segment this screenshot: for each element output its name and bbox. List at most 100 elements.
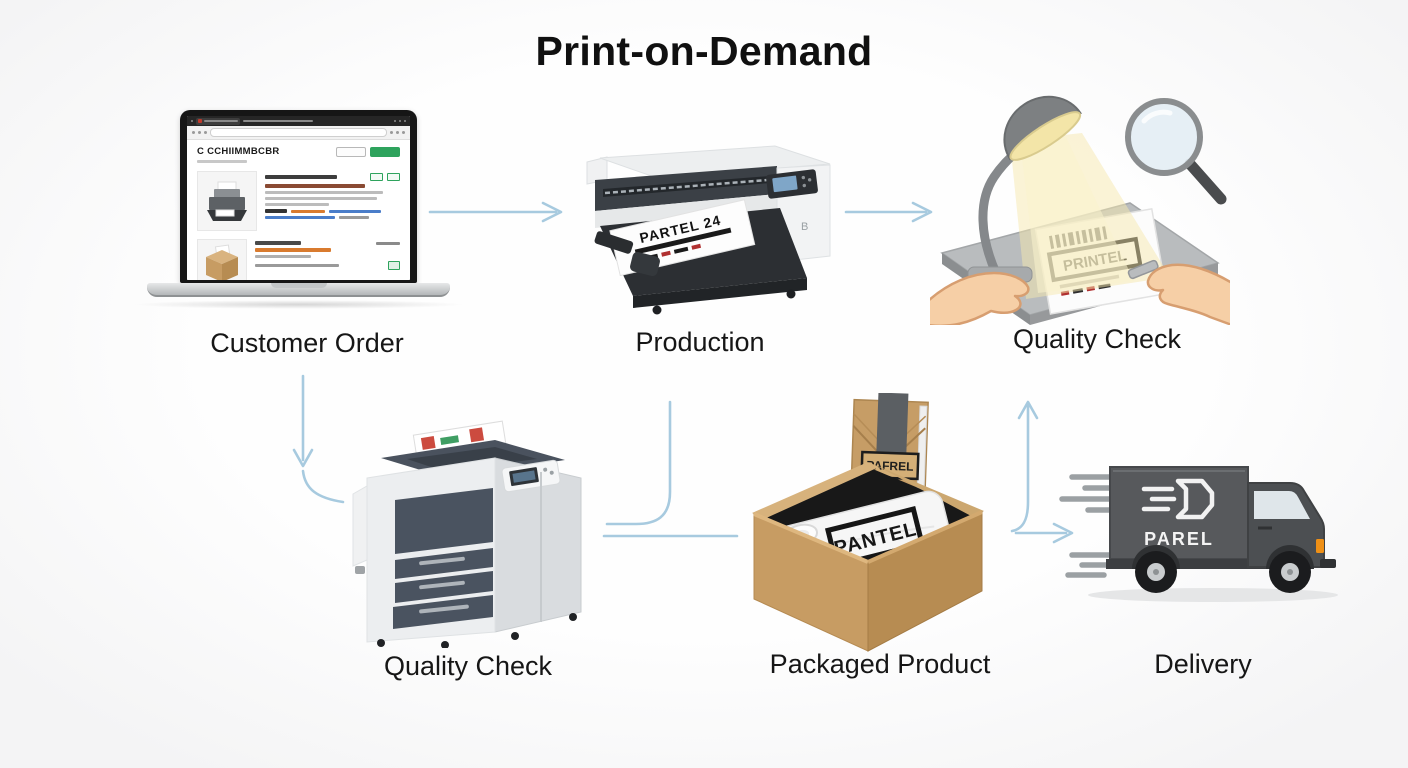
text-line-placeholder	[265, 191, 383, 194]
connector-production-down	[605, 400, 672, 526]
mini-box-icon	[206, 244, 238, 280]
laptop-shadow	[131, 300, 466, 309]
delivery-truck-illustration: PAREL	[1059, 466, 1338, 602]
tray-knob	[630, 251, 660, 277]
browser-toolbar	[187, 126, 410, 140]
window-dot	[404, 120, 406, 122]
drawer-1	[395, 548, 493, 579]
lamp-head	[1003, 95, 1082, 161]
step-label-delivery: Delivery	[1154, 649, 1252, 679]
tab-url-placeholder	[243, 120, 313, 122]
reload-icon	[204, 131, 207, 134]
printer-top-deck	[599, 145, 831, 179]
rating-badge	[387, 173, 400, 181]
diagram-title: Print-on-Demand	[535, 28, 873, 74]
mailer-label-text: PAFREL	[866, 458, 914, 474]
back-icon	[192, 131, 195, 134]
window-dot	[399, 120, 401, 122]
tab-favicon	[198, 119, 202, 123]
magnifier-icon	[1125, 98, 1227, 205]
profile-icon	[396, 131, 399, 134]
drawer-2-handle	[419, 580, 465, 590]
in-stock-badge	[388, 261, 400, 270]
tower-letter: B	[801, 221, 808, 233]
price-placeholder	[376, 241, 400, 245]
window-dot	[191, 120, 193, 122]
deal-placeholder	[255, 248, 331, 252]
drawer-3	[393, 595, 493, 629]
control-panel	[766, 169, 818, 199]
product-image-printer	[197, 171, 257, 231]
truck-logo	[1141, 478, 1215, 520]
bookmark-icon	[390, 131, 393, 134]
browser-window: C CCHIIMMBCBR	[187, 116, 410, 280]
left-hand	[930, 271, 1030, 325]
product-title-placeholder	[265, 175, 337, 179]
product-image-box	[197, 239, 247, 280]
product-listing-printer	[197, 171, 400, 231]
browser-tab	[196, 117, 240, 125]
deal-placeholder	[291, 209, 325, 213]
printer-foot	[569, 613, 577, 621]
tab-title-placeholder	[204, 120, 238, 122]
drawer-3-handle	[419, 604, 469, 614]
printer-foot	[786, 289, 796, 299]
drawer-2	[395, 571, 493, 603]
link-placeholder	[265, 216, 335, 219]
menu-icon	[402, 131, 405, 134]
text-line-placeholder	[255, 264, 339, 267]
store-logo: C CCHIIMMBCBR	[197, 146, 280, 157]
rating-badge	[370, 173, 383, 181]
printer-caster	[355, 566, 365, 574]
rear-hub-center	[1153, 569, 1159, 575]
right-hand	[1146, 263, 1230, 325]
production-printer-illustration: B PARTEL 24	[586, 145, 831, 315]
box-lip-right	[867, 510, 983, 564]
lamp-light-core	[1020, 137, 1134, 293]
control-panel	[501, 459, 561, 493]
packaged-product-illustration: PAFREL PANTEL	[752, 393, 984, 652]
laptop-illustration: C CCHIIMMBCBR	[131, 110, 466, 310]
box-rim-left	[752, 462, 879, 519]
step-label-production: Production	[635, 327, 765, 357]
box-lip-left	[753, 512, 869, 564]
product-listing-box	[197, 239, 400, 280]
text-line-placeholder	[339, 216, 369, 219]
inspection-pen	[1127, 259, 1159, 280]
store-tagline-placeholder	[197, 160, 247, 163]
marker-light	[1316, 539, 1324, 553]
laptop-base	[147, 283, 450, 297]
subtitle-placeholder	[265, 184, 365, 188]
tray-arm	[594, 231, 634, 254]
step-label-customer-order: Customer Order	[210, 328, 404, 358]
drawer-1-handle	[419, 556, 465, 566]
browser-tab-bar	[187, 116, 410, 126]
truck-frame	[1106, 559, 1288, 569]
text-line-placeholder	[265, 197, 377, 200]
forward-icon	[198, 131, 201, 134]
product-title-placeholder	[255, 241, 301, 245]
text-line-placeholder	[255, 255, 311, 258]
mini-printer-icon	[207, 181, 247, 221]
secondary-button	[336, 147, 366, 157]
front-bumper	[1320, 559, 1336, 568]
store-header: C CCHIIMMBCBR	[197, 147, 400, 163]
front-door	[395, 488, 493, 554]
printer-left-wing	[352, 485, 368, 567]
price-placeholder	[265, 209, 287, 213]
box-rim-right	[868, 462, 984, 517]
step-label-packaged-product: Packaged Product	[769, 649, 991, 679]
buy-button	[370, 147, 400, 157]
quality-check-illustration: PRINTEL	[930, 95, 1230, 325]
laptop-notch	[270, 283, 327, 288]
printer-foot	[441, 641, 449, 648]
text-line-placeholder	[265, 203, 329, 206]
printer-foot	[652, 305, 662, 315]
step-label-quality-check-top: Quality Check	[1012, 324, 1182, 354]
cab-window	[1254, 491, 1310, 519]
address-bar	[210, 128, 387, 137]
laptop-screen: C CCHIIMMBCBR	[180, 110, 417, 283]
truck-logo-text: PAREL	[1144, 529, 1214, 549]
printer-foot	[511, 632, 519, 640]
